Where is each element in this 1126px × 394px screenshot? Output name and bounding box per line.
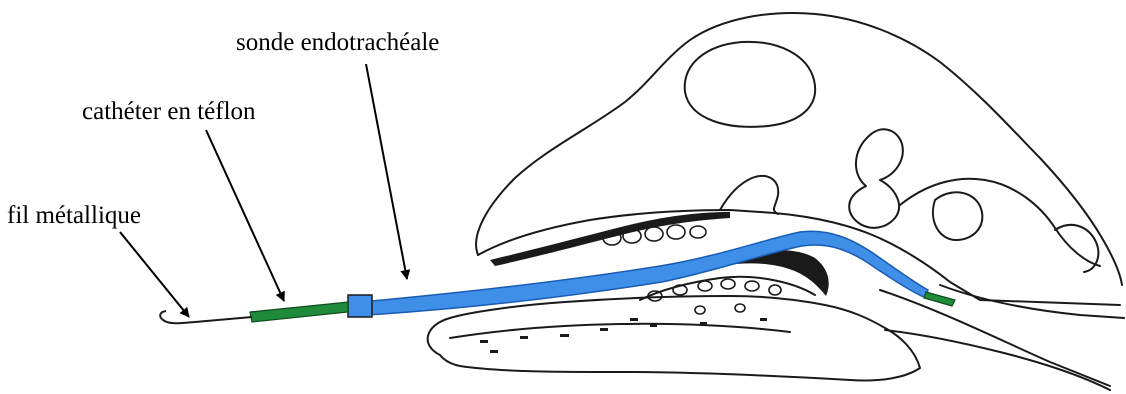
tube-body [350, 231, 928, 316]
orbit-outline [685, 42, 815, 127]
mandible-outline [428, 296, 920, 381]
label-catheter-teflon: cathéter en téflon [82, 99, 256, 124]
catheter-tip [924, 292, 955, 306]
catheter-body [250, 302, 348, 322]
tympanic-bulla [933, 192, 982, 240]
arrow-fil [120, 232, 189, 317]
arrow-sonde [366, 64, 407, 279]
metal-wire [160, 311, 252, 323]
endotracheal-tube [348, 231, 928, 317]
skull-outline [428, 13, 1124, 390]
tube-connector [348, 295, 372, 317]
upper-dark-tissue [490, 212, 730, 266]
maxillary-crest [720, 176, 778, 214]
mandible-inner [450, 324, 790, 338]
zygomatic-process [849, 129, 903, 228]
label-fil-metallique: fil métallique [7, 203, 141, 228]
label-sonde-endotracheale: sonde endotrachéale [236, 30, 439, 55]
arrow-catheter [206, 130, 284, 301]
occipital-contour [1055, 225, 1098, 272]
